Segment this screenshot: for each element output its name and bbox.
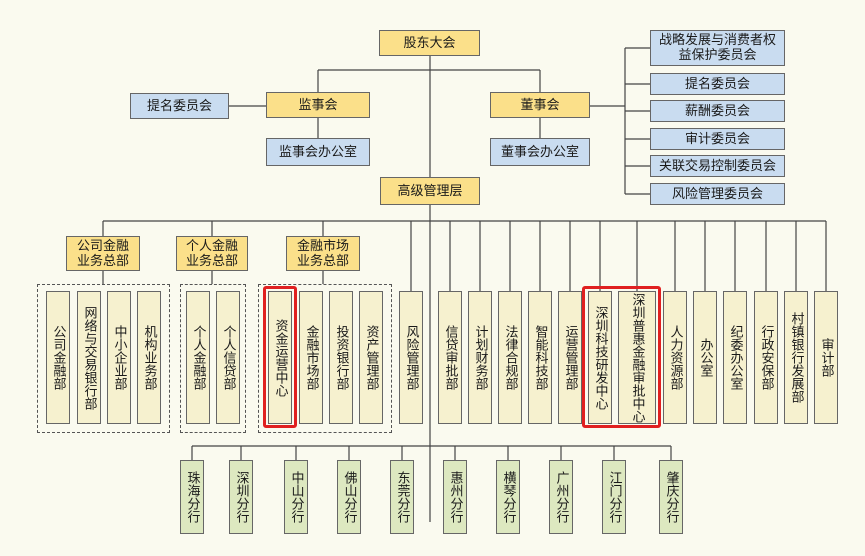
personal-finance-group-frame [180,284,246,433]
dept-admin-security: 行政安保部 [754,291,778,424]
dept-audit: 审计部 [814,291,838,424]
dept-intelligent-technology: 智能科技部 [528,291,552,424]
committee-related-party: 关联交易控制委员会 [650,155,785,177]
board-office-node: 董事会办公室 [490,138,590,166]
group-personal-finance: 个人金融业务总部 [176,236,248,271]
group-financial-markets: 金融市场业务总部 [286,236,360,271]
branch-zhuhai: 珠海分行 [180,460,204,534]
dept-investment-banking: 投资银行部 [329,291,353,424]
dept-personal-credit: 个人信贷部 [216,291,240,424]
branch-shenzhen: 深圳分行 [229,460,253,534]
dept-general-office: 办公室 [693,291,717,424]
highlight-treasury-center [263,286,297,428]
dept-human-resources: 人力资源部 [663,291,687,424]
senior-management-node: 高级管理层 [380,177,480,205]
committee-audit: 审计委员会 [650,128,785,150]
highlight-shenzhen-centers [582,286,661,428]
dept-credit-approval: 信贷审批部 [438,291,462,424]
dept-planning-finance: 计划财务部 [468,291,492,424]
dept-personal-finance: 个人金融部 [186,291,210,424]
shareholders-node: 股东大会 [379,30,480,56]
branch-foshan: 佛山分行 [337,460,361,534]
dept-discipline-office: 纪委办公室 [723,291,747,424]
dept-treasury-center: 资金运营中心 [268,291,292,424]
dept-shenzhen-inclusive-finance-approval: 深圳普惠金融审批中心 [618,291,656,424]
dept-sme: 中小企业部 [107,291,131,424]
committee-strategy: 战略发展与消费者权益保护委员会 [650,30,785,66]
branch-dongguan: 东莞分行 [390,460,414,534]
dept-operations-management: 运营管理部 [558,291,582,424]
dept-risk-management: 风险管理部 [399,291,423,424]
branch-hengqin: 横琴分行 [496,460,520,534]
committee-risk: 风险管理委员会 [650,183,785,205]
dept-financial-markets: 金融市场部 [299,291,323,424]
dept-asset-management: 资产管理部 [359,291,383,424]
committee-remuneration: 薪酬委员会 [650,100,785,122]
dept-legal-compliance: 法律合规部 [498,291,522,424]
group-corporate-finance: 公司金融业务总部 [66,236,140,271]
nomination-committee-left: 提名委员会 [130,93,229,119]
branch-guangzhou: 广州分行 [549,460,573,534]
financial-markets-group-frame [258,284,392,433]
branch-zhaoqing: 肇庆分行 [659,460,683,534]
branch-jiangmen: 江门分行 [602,460,626,534]
supervisors-node: 监事会 [266,92,370,118]
corporate-finance-group-frame [37,284,170,433]
committee-nomination: 提名委员会 [650,73,785,95]
dept-village-bank-development: 村镇银行发展部 [784,291,808,424]
branch-zhongshan: 中山分行 [284,460,308,534]
board-node: 董事会 [490,92,590,118]
dept-institutional-business: 机构业务部 [137,291,161,424]
dept-shenzhen-tech-rd-center: 深圳科技研发中心 [588,291,612,424]
dept-network-transaction-banking: 网络与交易银行部 [77,291,101,424]
branch-huizhou: 惠州分行 [443,460,467,534]
supervisors-office-node: 监事会办公室 [266,138,370,166]
dept-corporate-finance: 公司金融部 [46,291,70,424]
